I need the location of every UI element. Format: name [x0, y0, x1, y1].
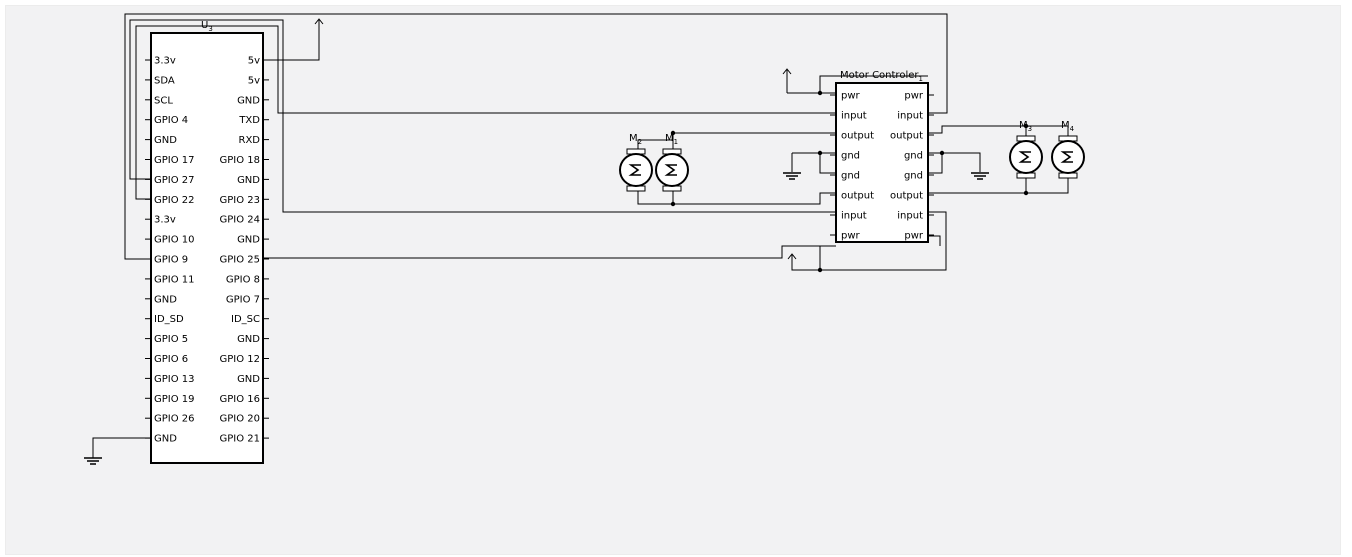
pi-left-pin-label: 3.3v — [154, 215, 176, 226]
pi-right-pin-label: GPIO 24 — [219, 215, 260, 226]
pi-left-pin-label: GPIO 26 — [154, 414, 195, 425]
motor-label: M2 — [629, 133, 642, 146]
pi-left-pin-label: GPIO 17 — [154, 155, 195, 166]
pi-left-pin-label: GPIO 10 — [154, 235, 195, 246]
power-arrow-lower — [787, 253, 797, 267]
controller-left-pin-label: gnd — [841, 151, 860, 162]
pi-right-pin-label: 5v — [248, 56, 260, 67]
controller-left-pin-label: output — [841, 131, 874, 142]
pi-left-pin-label: GPIO 4 — [154, 115, 188, 126]
pi-right-pin-label: GPIO 23 — [219, 195, 260, 206]
motor-label: M3 — [1019, 120, 1032, 133]
pi-left-pin-label: GPIO 11 — [154, 274, 195, 285]
pi-right-pin-label: GPIO 21 — [219, 434, 260, 445]
ground-symbol-pi — [83, 457, 103, 465]
pi-body — [150, 32, 264, 464]
pi-left-pin-label: GND — [154, 135, 177, 146]
pi-left-pin-label: 3.3v — [154, 56, 176, 67]
junction-dots — [670, 90, 1029, 273]
motor-icon — [619, 153, 653, 187]
pi-right-pin-label: GND — [237, 175, 260, 186]
pi-left-pin-label: GPIO 9 — [154, 255, 188, 266]
controller-right-pin-label: pwr — [904, 231, 924, 242]
motor-icon — [1051, 140, 1085, 174]
motor-label: M1 — [665, 133, 678, 146]
pi-left-pin-label: GND — [154, 434, 177, 445]
pi-right-pin-label: RXD — [239, 135, 261, 146]
controller-title: Motor Controler1 — [840, 70, 923, 83]
controller-left-pin-label: pwr — [841, 231, 861, 242]
pi-left-pin-label: GPIO 5 — [154, 334, 188, 345]
pi-right-pin-label: GND — [237, 95, 260, 106]
pi-left-pin-label: GPIO 22 — [154, 195, 195, 206]
controller-right-pin-label: input — [897, 211, 923, 222]
pi-left-pin-label: GPIO 13 — [154, 374, 195, 385]
power-arrow-5v — [314, 18, 324, 32]
controller-left-pin-label: gnd — [841, 171, 860, 182]
motor-label: M4 — [1061, 120, 1075, 133]
pi-right-pin-label: GND — [237, 334, 260, 345]
controller-body — [835, 82, 929, 243]
controller-left-pin-label: output — [841, 191, 874, 202]
pi-right-pin-label: GND — [237, 374, 260, 385]
pi-left-pin-label: ID_SD — [154, 314, 184, 325]
ground-symbol-left — [782, 172, 802, 180]
pi-right-pin-label: GPIO 8 — [226, 274, 260, 285]
pi-left-pin-label: SDA — [154, 75, 175, 86]
controller-right-pin-label: input — [897, 111, 923, 122]
ground-symbol-right — [970, 172, 990, 180]
pi-right-pin-label: GPIO 25 — [219, 255, 260, 266]
controller-right-pin-label: pwr — [904, 91, 924, 102]
pi-left-pin-label: GPIO 19 — [154, 394, 195, 405]
pi-left-pin-label: SCL — [154, 95, 173, 106]
pi-right-pin-label: GND — [237, 235, 260, 246]
pi-right-pin-label: 5v — [248, 75, 260, 86]
power-arrow-controller — [782, 68, 792, 82]
controller-left-pin-label: pwr — [841, 91, 861, 102]
controller-right-pin-label: output — [890, 191, 923, 202]
motor-icon — [655, 153, 689, 187]
motor-symbol[interactable]: M2 — [619, 133, 653, 192]
motor-symbol[interactable]: M4 — [1051, 120, 1085, 179]
pi-left-pin-label: GPIO 27 — [154, 175, 195, 186]
motors: M2 M1 M3 M4 — [619, 120, 1085, 192]
motor-symbol[interactable]: M3 — [1009, 120, 1043, 179]
pi-left-pin-label: GND — [154, 294, 177, 305]
controller-left-pin-label: input — [841, 211, 867, 222]
controller-left-pin-label: input — [841, 111, 867, 122]
motor-symbol[interactable]: M1 — [655, 133, 689, 192]
motor-icon — [1009, 140, 1043, 174]
pi-right-pin-label: ID_SC — [231, 314, 260, 325]
controller-right-pin-label: gnd — [904, 151, 923, 162]
pi-right-pin-label: TXD — [238, 115, 260, 126]
pi-right-pin-label: GPIO 16 — [219, 394, 260, 405]
pi-right-pin-label: GPIO 18 — [219, 155, 260, 166]
controller-pins: pwr input output gnd gnd output input pwr pwr inp… — [830, 91, 934, 242]
controller-right-pin-label: output — [890, 131, 923, 142]
motor-controller[interactable]: Motor Controler1 pwr input output gnd gnd out… — [830, 70, 934, 243]
pi-right-pin-label: GPIO 7 — [226, 294, 260, 305]
pi-left-pin-label: GPIO 6 — [154, 354, 188, 365]
pi-right-pin-label: GPIO 12 — [219, 354, 260, 365]
pi-ref: U3 — [201, 20, 213, 33]
controller-right-pin-label: gnd — [904, 171, 923, 182]
pi-right-pin-label: GPIO 20 — [219, 414, 260, 425]
